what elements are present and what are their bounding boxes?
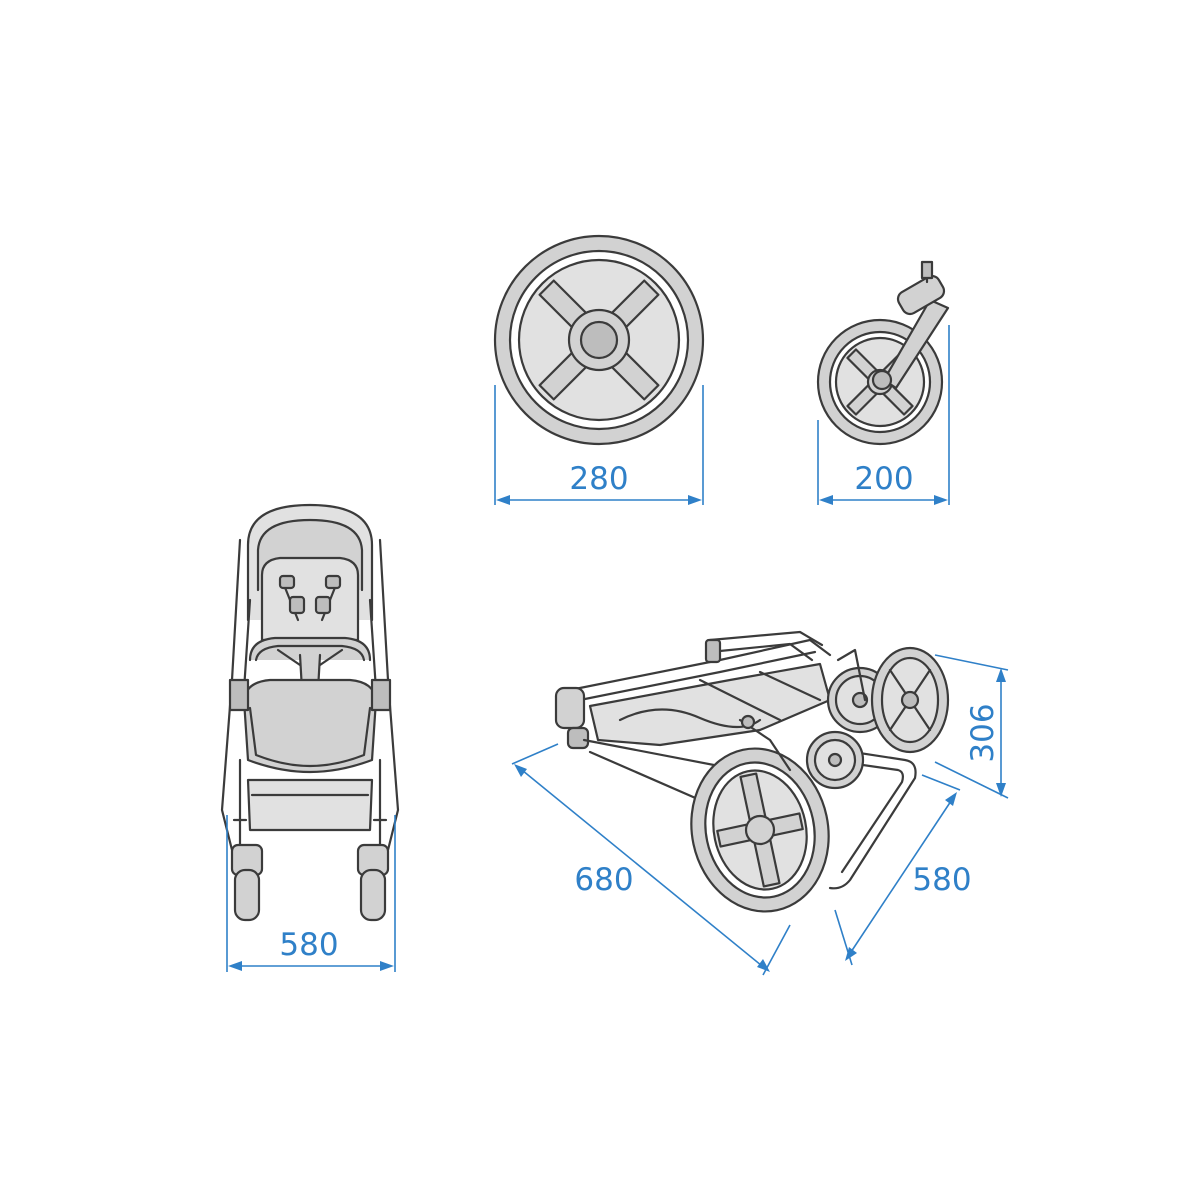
width-value: 580: [279, 927, 338, 963]
folded-length-dimension: 680: [511, 743, 791, 976]
folded-height-dimension: 306: [934, 654, 1009, 799]
folded-width-value: 580: [912, 862, 971, 898]
width-dimension: 580: [226, 815, 396, 972]
front-wheel-dimension: 200: [817, 325, 950, 505]
front-wheel-illustration: [816, 260, 950, 446]
rear-wheel-dimension: 280: [494, 385, 704, 505]
stroller-front-view-illustration: [220, 503, 400, 922]
folded-stroller-illustration: [554, 630, 950, 913]
rear-wheel-value: 280: [569, 461, 628, 497]
folded-length-value: 680: [574, 862, 633, 898]
folded-height-value: 306: [965, 703, 1001, 762]
front-wheel-value: 200: [854, 461, 913, 497]
rear-wheel-illustration: [493, 234, 705, 446]
folded-width-dimension: 580: [834, 774, 972, 966]
